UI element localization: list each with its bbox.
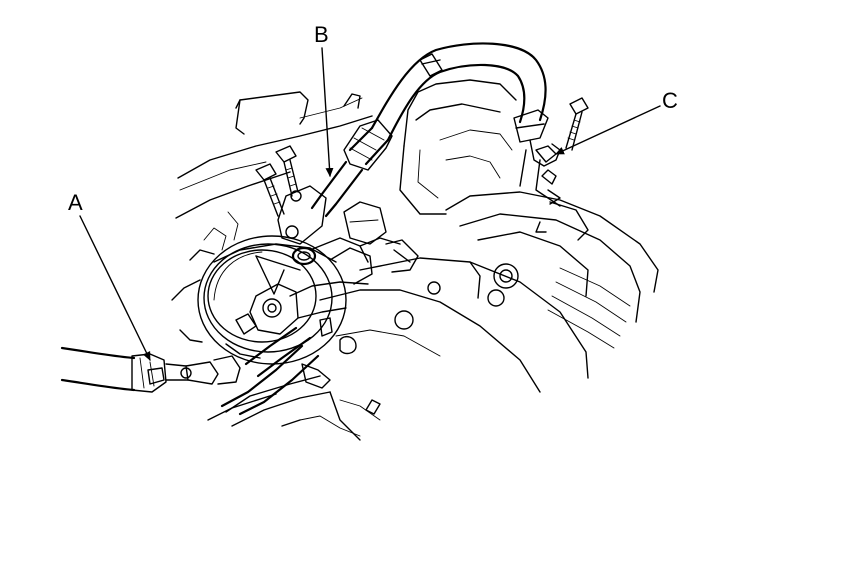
- callout-label-c: C: [662, 88, 678, 113]
- engine-block: [171, 79, 659, 441]
- discharge-line-b: [255, 145, 364, 295]
- leader-line-c: [555, 105, 661, 155]
- leader-line-a: [79, 215, 151, 361]
- callout-label-b: B: [314, 22, 329, 47]
- compressor-pulley: [197, 235, 401, 365]
- upper-suction-hose: [343, 42, 547, 171]
- compressor-fitting: [220, 201, 419, 416]
- leader-line-b: [321, 47, 334, 177]
- hose-a: [60, 346, 241, 393]
- callout-label-a: A: [68, 190, 83, 215]
